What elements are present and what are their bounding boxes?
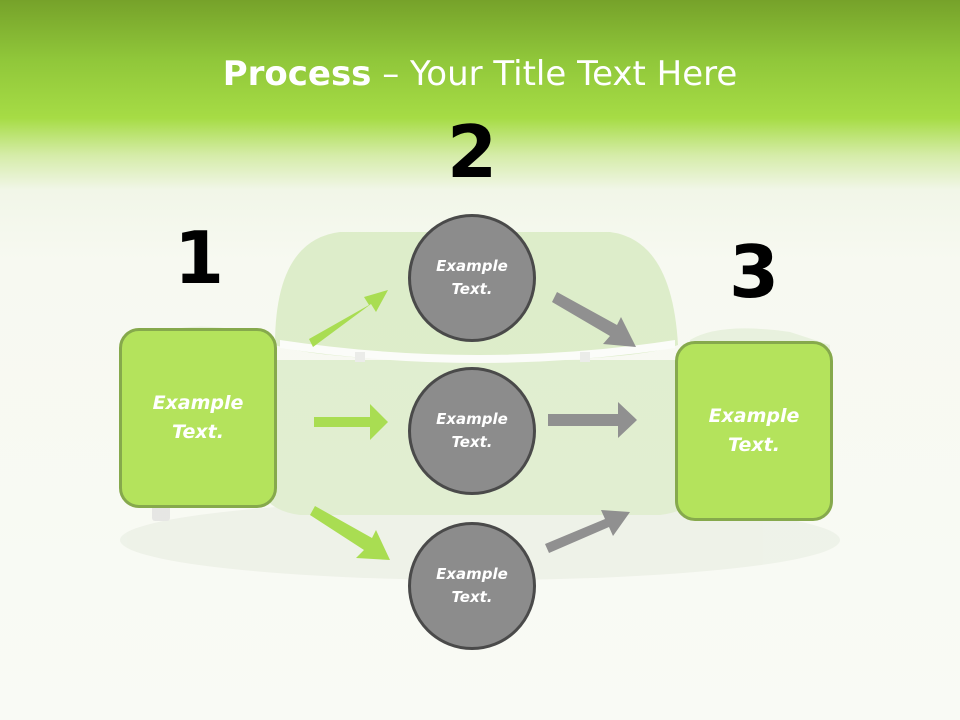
- process-box-left: Example Text.: [119, 328, 277, 508]
- process-circle-middle-text: Example Text.: [436, 410, 508, 451]
- process-box-left-text: Example Text.: [152, 392, 244, 443]
- process-circle-middle: Example Text.: [408, 367, 536, 495]
- process-box-right: Example Text.: [675, 341, 833, 521]
- process-circle-top: Example Text.: [408, 214, 536, 342]
- step-number-3: 3: [728, 230, 780, 314]
- process-box-right-text: Example Text.: [708, 405, 800, 456]
- slide-title-bold: Process: [222, 54, 372, 94]
- slide-title: Process – Your Title Text Here: [0, 52, 960, 96]
- step-number-2: 2: [446, 110, 498, 194]
- step-number-1: 1: [173, 216, 225, 300]
- process-circle-bottom-text: Example Text.: [436, 565, 508, 606]
- slide-title-rest: – Your Title Text Here: [371, 54, 738, 94]
- process-circle-top-text: Example Text.: [436, 257, 508, 298]
- process-circle-bottom: Example Text.: [408, 522, 536, 650]
